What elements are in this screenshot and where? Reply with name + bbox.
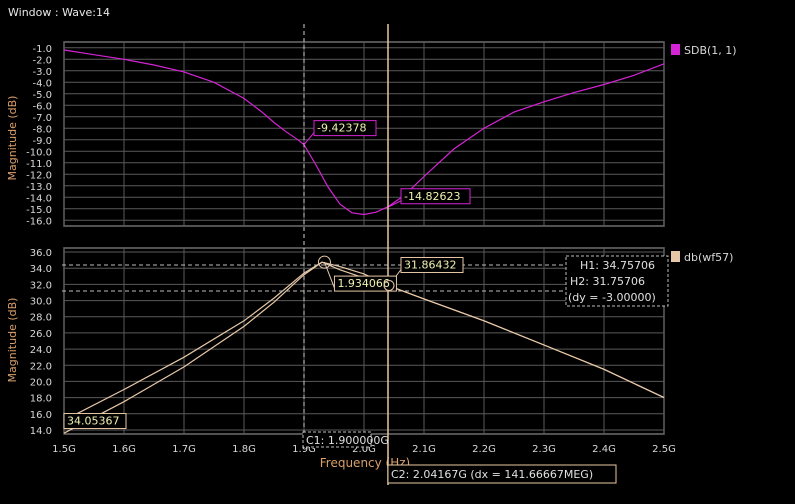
top-ytick-label: -14.0 <box>26 193 52 204</box>
top-ytick-label: -12.0 <box>26 170 52 181</box>
bottom-legend-icon <box>671 251 680 262</box>
bottom-ytick-label: 14.0 <box>30 426 52 437</box>
marker-label: 34.05367 <box>67 415 120 428</box>
x-tick-label: 2.5G <box>652 444 676 455</box>
x-tick-label: 1.9G <box>292 444 316 455</box>
bottom-panel-ylabel: Magnitude (dB) <box>6 298 19 383</box>
marker-box[interactable] <box>333 275 397 292</box>
cursor-c1-readout-box <box>302 431 372 448</box>
marker-box[interactable] <box>400 188 471 205</box>
marker-leader <box>323 261 335 289</box>
h2-label: H2: 31.75706 <box>570 275 645 288</box>
top-ytick-label: -9.0 <box>32 136 52 147</box>
h1-label: H1: 34.75706 <box>580 259 655 272</box>
top-panel-grid <box>63 41 665 227</box>
h-cursor-readout-box <box>565 255 669 307</box>
bottom-legend-label: db(wf57) <box>684 251 733 264</box>
marker-label: -9.42378 <box>317 122 366 135</box>
bottom-ytick-label: 26.0 <box>30 329 52 340</box>
marker-box[interactable] <box>313 120 377 137</box>
bottom-ytick-label: 30.0 <box>30 297 52 308</box>
markers: -9.42378 -14.82623 31.86432 1.934066 34.0536… <box>63 120 471 430</box>
marker-label: 1.934066 <box>337 277 390 290</box>
bottom-ytick-label: 28.0 <box>30 313 52 324</box>
top-ytick-label: -3.0 <box>32 67 52 78</box>
cursor-c1-label: C1: 1.900000G <box>306 434 389 447</box>
c2-crosshair-icon[interactable] <box>383 279 395 291</box>
top-ytick-label: -15.0 <box>26 205 52 216</box>
x-tick-label: 2.1G <box>412 444 436 455</box>
marker-label: -14.82623 <box>404 190 460 203</box>
bottom-ytick-label: 34.0 <box>30 264 52 275</box>
x-axis-ticks: 1.5G 1.6G 1.7G 1.8G 1.9G 2.0G 2.1G 2.2G 2.3G 2.4G… <box>52 444 676 455</box>
top-legend-label: SDB(1, 1) <box>684 44 737 57</box>
x-tick-label: 2.3G <box>532 444 556 455</box>
bottom-ytick-label: 22.0 <box>30 361 52 372</box>
marker-label: 31.86432 <box>404 258 457 271</box>
bottom-ytick-label: 24.0 <box>30 345 52 356</box>
window-title: Window : Wave:14 <box>8 6 110 19</box>
bottom-ytick-label: 18.0 <box>30 394 52 405</box>
bottom-ytick-label: 32.0 <box>30 280 52 291</box>
bottom-ytick-label: 20.0 <box>30 377 52 388</box>
marker-leader <box>388 200 402 208</box>
top-ytick-label: -6.0 <box>32 101 52 112</box>
top-panel-ylabel: Magnitude (dB) <box>6 96 19 181</box>
top-ytick-label: -2.0 <box>32 55 52 66</box>
traces <box>63 49 665 434</box>
top-ytick-label: -4.0 <box>32 78 52 89</box>
x-tick-label: 1.6G <box>112 444 136 455</box>
x-tick-label: 2.4G <box>592 444 616 455</box>
top-legend-icon <box>671 44 680 55</box>
bottom-ytick-label: 36.0 <box>30 248 52 259</box>
marker-box[interactable] <box>400 256 464 273</box>
x-tick-label: 1.7G <box>172 444 196 455</box>
x-tick-label: 1.8G <box>232 444 256 455</box>
top-ytick-label: -16.0 <box>26 216 52 227</box>
top-ytick-label: -13.0 <box>26 182 52 193</box>
top-ytick-label: -1.0 <box>32 44 52 55</box>
top-ytick-label: -5.0 <box>32 90 52 101</box>
bottom-ytick-label: 16.0 <box>30 410 52 421</box>
window-titlebar: Window : Wave:14 <box>0 0 795 24</box>
cursor-c2-readout-box <box>387 464 617 484</box>
dy-label: (dy = -3.00000) <box>568 291 656 304</box>
bottom-trace-1 <box>63 261 665 434</box>
x-tick-label: 1.5G <box>52 444 76 455</box>
peak-crosshair-icon[interactable] <box>317 255 331 269</box>
top-ytick-label: -8.0 <box>32 124 52 135</box>
marker-leader <box>303 132 315 145</box>
top-ytick-label: -11.0 <box>26 159 52 170</box>
top-trace-0 <box>63 49 665 216</box>
marker-box[interactable] <box>63 413 127 430</box>
bottom-panel-y-ticks: 36.0 34.0 32.0 30.0 28.0 26.0 24.0 22.0 20.0 18.0… <box>30 248 52 437</box>
top-panel-y-ticks: -1.0-2.0-3.0-4.0-5.0-6.0-7.0-8.0-9.0-10.… <box>26 44 52 228</box>
x-tick-label: 2.2G <box>472 444 496 455</box>
top-ytick-label: -10.0 <box>26 147 52 158</box>
top-ytick-label: -7.0 <box>32 113 52 124</box>
cursor-c2-label: C2: 2.04167G (dx = 141.66667MEG) <box>391 468 593 481</box>
x-tick-label: 2.0G <box>352 444 376 455</box>
